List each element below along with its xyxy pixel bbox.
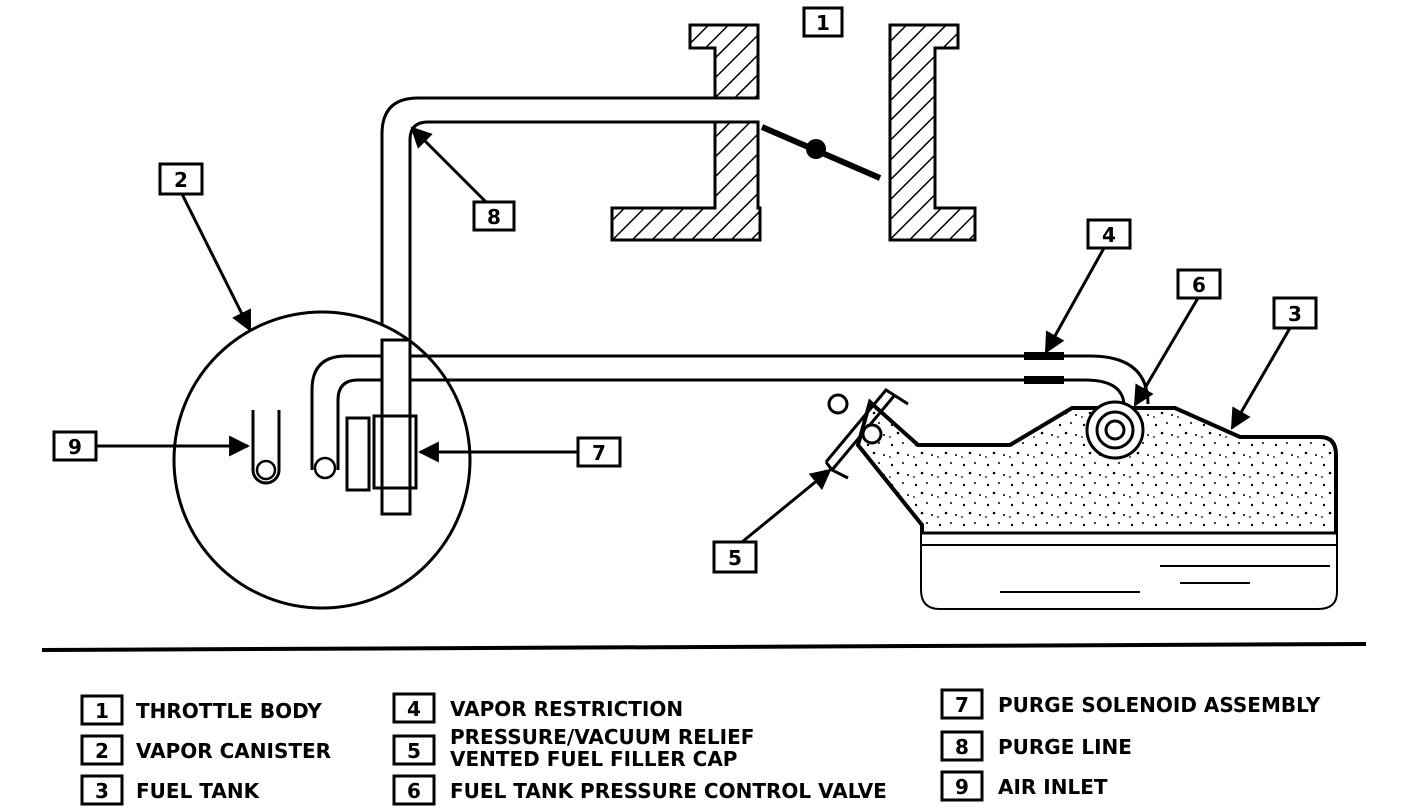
callout-leaders	[96, 126, 1292, 544]
svg-text:PURGE SOLENOID ASSEMBLY: PURGE SOLENOID ASSEMBLY	[998, 693, 1321, 717]
svg-text:9: 9	[955, 775, 969, 799]
svg-text:VENTED FUEL FILLER CAP: VENTED FUEL FILLER CAP	[450, 747, 737, 771]
callout-6: 6	[1176, 268, 1222, 300]
svg-text:4: 4	[1102, 223, 1116, 247]
svg-text:FUEL TANK: FUEL TANK	[136, 779, 261, 803]
legend-item: 7 PURGE SOLENOID ASSEMBLY	[940, 688, 1321, 720]
svg-text:7: 7	[955, 693, 969, 717]
svg-text:2: 2	[95, 739, 109, 763]
svg-text:1: 1	[816, 11, 830, 35]
svg-text:THROTTLE BODY: THROTTLE BODY	[136, 699, 322, 723]
svg-text:6: 6	[1192, 273, 1206, 297]
legend-item: 9 AIR INLET	[940, 770, 1108, 802]
callout-3: 3	[1272, 296, 1318, 330]
svg-text:6: 6	[407, 779, 421, 803]
throttle-body	[610, 23, 977, 242]
svg-text:5: 5	[407, 739, 421, 763]
fuel-tank	[824, 388, 1338, 610]
legend-divider	[41, 642, 1367, 652]
svg-text:AIR INLET: AIR INLET	[998, 775, 1108, 799]
svg-text:FUEL TANK PRESSURE CONTROL VAL: FUEL TANK PRESSURE CONTROL VALVE	[450, 779, 887, 803]
legend-item: 3 FUEL TANK	[80, 774, 261, 806]
svg-text:8: 8	[487, 205, 501, 229]
vapor-canister	[172, 310, 472, 610]
callout-2: 2	[158, 162, 204, 196]
legend-item: 1 THROTTLE BODY	[80, 694, 322, 726]
svg-text:8: 8	[955, 735, 969, 759]
legend-item: 5 PRESSURE/VACUUM RELIEF VENTED FUEL FIL…	[392, 725, 754, 771]
svg-text:5: 5	[728, 546, 742, 570]
svg-text:PURGE LINE: PURGE LINE	[998, 735, 1132, 759]
callout-9: 9	[52, 430, 98, 462]
legend: 1 THROTTLE BODY 2 VAPOR CANISTER 3 FUEL …	[80, 688, 1321, 806]
legend-item: 8 PURGE LINE	[940, 730, 1132, 762]
legend-item: 6 FUEL TANK PRESSURE CONTROL VALVE	[392, 774, 887, 806]
callout-7: 7	[576, 436, 622, 468]
callout-4: 4	[1086, 218, 1132, 250]
svg-text:3: 3	[1288, 302, 1302, 326]
svg-text:3: 3	[95, 779, 109, 803]
svg-text:VAPOR CANISTER: VAPOR CANISTER	[136, 739, 331, 763]
vapor-restriction-mark	[1024, 352, 1064, 360]
svg-text:PRESSURE/VACUUM RELIEF: PRESSURE/VACUUM RELIEF	[450, 725, 754, 749]
callout-8: 8	[472, 200, 516, 232]
svg-text:VAPOR RESTRICTION: VAPOR RESTRICTION	[450, 697, 683, 721]
svg-text:4: 4	[407, 697, 421, 721]
callout-1: 1	[802, 6, 844, 38]
callout-5: 5	[712, 540, 758, 574]
svg-text:2: 2	[174, 168, 188, 192]
legend-item: 2 VAPOR CANISTER	[80, 734, 331, 766]
svg-text:7: 7	[592, 441, 606, 465]
svg-text:1: 1	[95, 699, 109, 723]
vapor-line	[410, 352, 1150, 405]
legend-item: 4 VAPOR RESTRICTION	[392, 692, 683, 724]
svg-text:9: 9	[68, 435, 82, 459]
